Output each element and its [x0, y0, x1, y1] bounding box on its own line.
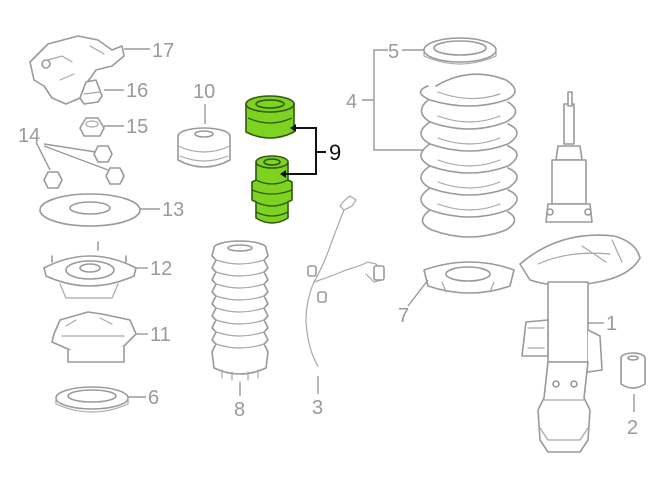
part-2-bushing[interactable]: [620, 352, 646, 389]
part-17-upper-bracket[interactable]: [29, 35, 125, 105]
part-9-bump-stop-upper[interactable]: [245, 95, 295, 139]
part-3-sensor-wire[interactable]: [305, 195, 385, 367]
callout-7[interactable]: 7: [398, 305, 409, 327]
part-15-nut[interactable]: [79, 117, 105, 137]
callout-17[interactable]: 17: [152, 40, 174, 62]
callout-1[interactable]: 1: [606, 313, 617, 335]
callout-16[interactable]: 16: [126, 80, 148, 102]
part-12-strut-mount[interactable]: [43, 241, 137, 299]
leader-14: [35, 141, 109, 171]
callout-6[interactable]: 6: [148, 387, 159, 409]
callout-15[interactable]: 15: [126, 116, 148, 138]
callout-3[interactable]: 3: [312, 397, 323, 419]
part-9-bump-stop-lower[interactable]: [251, 155, 293, 224]
callout-13[interactable]: 13: [162, 199, 184, 221]
part-7-lower-spring-seat[interactable]: [423, 261, 515, 294]
callout-10[interactable]: 10: [193, 81, 215, 103]
part-14-nuts[interactable]: [43, 145, 125, 189]
callout-12[interactable]: 12: [150, 258, 172, 280]
part-8-dust-boot[interactable]: [211, 240, 269, 381]
callout-4[interactable]: 4: [346, 91, 357, 113]
part-11-spring-seat[interactable]: [51, 311, 137, 363]
part-5-spring-pad[interactable]: [423, 37, 497, 65]
part-16-nut[interactable]: [79, 79, 103, 105]
leader-4: [362, 49, 424, 151]
callout-9[interactable]: 9: [329, 140, 341, 165]
callout-5[interactable]: 5: [388, 41, 399, 63]
part-13-washer-plate[interactable]: [39, 193, 141, 227]
leader-9: [280, 124, 326, 178]
part-10-upper-cap[interactable]: [177, 127, 231, 168]
callout-8[interactable]: 8: [234, 399, 245, 421]
leader-7: [407, 279, 429, 307]
part-4-coil-spring[interactable]: [419, 73, 518, 238]
part-1-strut-assembly[interactable]: [519, 91, 641, 453]
part-6-bearing[interactable]: [55, 386, 129, 413]
callout-11[interactable]: 11: [150, 324, 171, 346]
callout-2[interactable]: 2: [627, 417, 638, 439]
callout-14[interactable]: 14: [18, 125, 40, 147]
